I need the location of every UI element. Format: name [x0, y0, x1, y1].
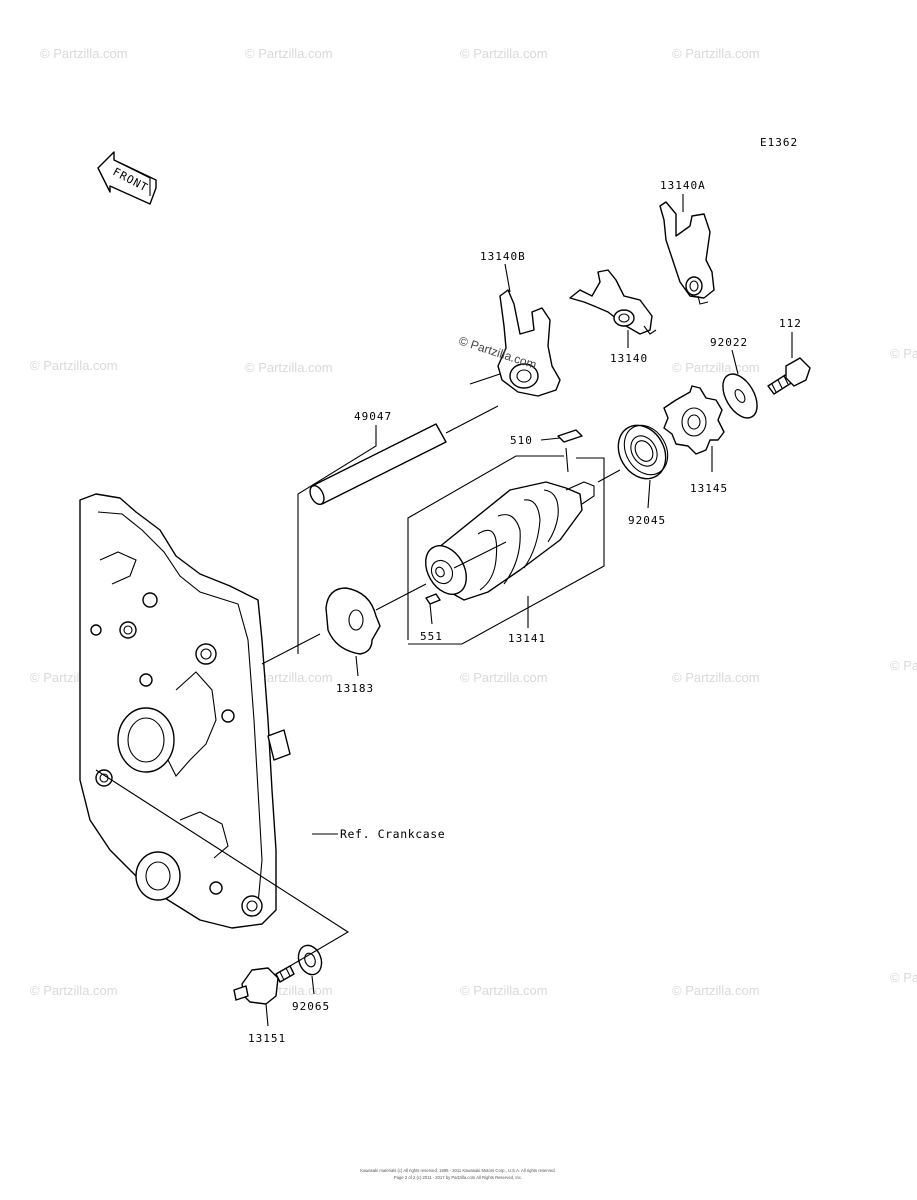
- watermark: © Partzilla.com: [460, 983, 548, 998]
- part-label-49047: 49047: [354, 410, 392, 423]
- diagram-code: E1362: [760, 136, 798, 149]
- shift-fork-13140a: [659, 201, 715, 305]
- watermark: © Partzilla.com: [672, 983, 760, 998]
- bolt-112: [767, 357, 811, 395]
- watermark: © Partzilla.com: [40, 46, 128, 61]
- watermark: © Partzilla.com: [672, 360, 760, 375]
- shift-fork-13140b: [497, 289, 561, 397]
- shift-rod-49047: [309, 405, 499, 506]
- part-label-510: 510: [510, 434, 533, 447]
- washer-92065: [297, 944, 323, 976]
- watermark: © Partzilla.com: [890, 658, 917, 673]
- watermark: © Partzilla.com: [460, 670, 548, 685]
- footer-copyright: Kawasaki materials (c) All rights reserv…: [360, 1168, 555, 1173]
- part-label-13183: 13183: [336, 682, 374, 695]
- watermark: © Partzilla.com: [672, 46, 760, 61]
- reference-label-crankcase: Ref. Crankcase: [340, 827, 445, 841]
- watermark: © Partzilla.com: [890, 970, 917, 985]
- pin-510: [557, 429, 583, 443]
- watermark: © Partzilla.com: [245, 670, 333, 685]
- part-label-13140b: 13140B: [480, 250, 526, 263]
- shift-fork-13140: [569, 269, 657, 335]
- part-label-13140: 13140: [610, 352, 648, 365]
- footer: Kawasaki materials (c) All rights reserv…: [360, 1168, 555, 1180]
- watermark: © Partzilla.com: [30, 358, 118, 373]
- watermark: © Partzilla.com: [245, 46, 333, 61]
- watermark: © Partzilla.com: [890, 346, 917, 361]
- neutral-switch-13151: [233, 965, 295, 1005]
- part-label-13141: 13141: [508, 632, 546, 645]
- part-labels: 13140A 13140B 13140 112 92022 49047 510 …: [248, 179, 802, 1045]
- watermark: © Partzilla.com: [672, 670, 760, 685]
- part-label-551: 551: [420, 630, 443, 643]
- watermark: © Partzilla.com: [460, 46, 548, 61]
- ball-bearing-92045: [597, 424, 669, 483]
- front-arrow-icon: FRONT: [97, 151, 157, 205]
- pin-551: [425, 593, 441, 605]
- part-label-13140a: 13140A: [660, 179, 706, 192]
- part-label-112: 112: [779, 317, 802, 330]
- part-label-92065: 92065: [292, 1000, 330, 1013]
- shift-drum-13141: [425, 447, 595, 601]
- washer-13183: [325, 587, 381, 655]
- crankcase-reference: [79, 493, 291, 929]
- part-label-13145: 13145: [690, 482, 728, 495]
- part-label-13151: 13151: [248, 1032, 286, 1045]
- shift-drum-cam-13145: [663, 385, 725, 455]
- footer-note: Page 2 of 2 (c) 2011 - 2017 by Partzilla…: [394, 1175, 522, 1180]
- part-label-92045: 92045: [628, 514, 666, 527]
- leader-lines: [95, 194, 793, 1027]
- watermark: © Partzilla.com: [30, 983, 118, 998]
- part-label-92022: 92022: [710, 336, 748, 349]
- watermark: © Partzilla.com: [245, 360, 333, 375]
- washer-92022: [722, 373, 758, 419]
